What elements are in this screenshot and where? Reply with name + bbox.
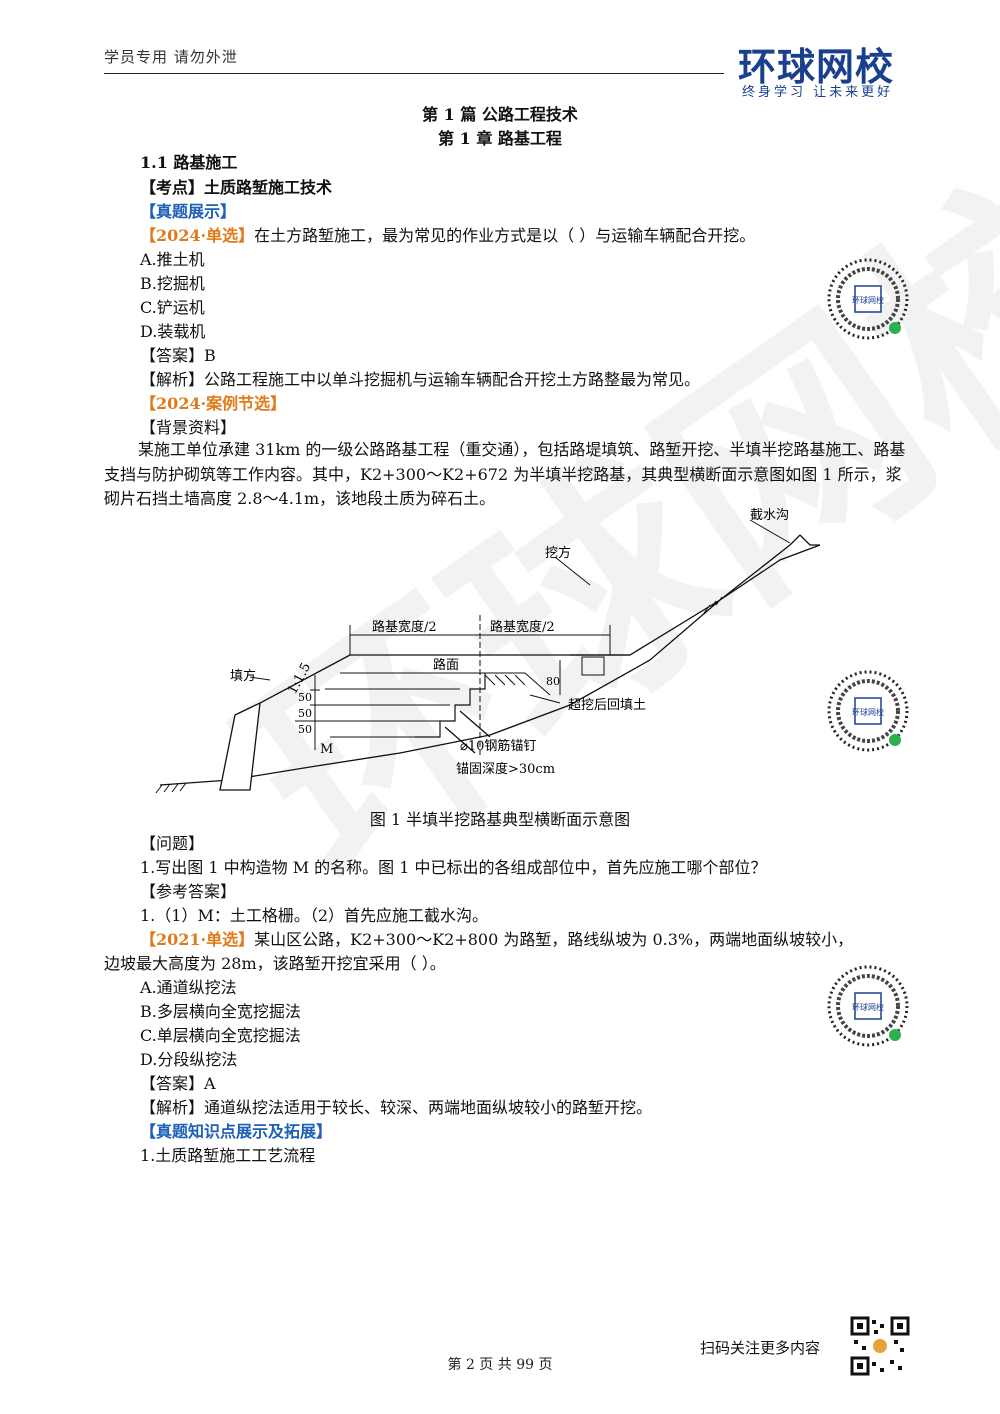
label-dim-80: 80 <box>546 675 560 688</box>
q1-stem: 【2024·单选】在土方路堑施工，最为常见的作业方式是以（ ）与运输车辆配合开挖… <box>140 222 755 246</box>
label-lumian: 路面 <box>433 657 459 673</box>
footer-qr-code-icon[interactable] <box>850 1316 910 1376</box>
brand-slogan: 终身学习 让未来更好 <box>742 85 894 100</box>
ref-answer-label: 【参考答案】 <box>140 882 237 901</box>
label-wafang: 挖方 <box>545 545 571 561</box>
q1-option-b: B.挖掘机 <box>140 274 205 293</box>
case-tag: 【2024·案例节选】 <box>140 394 287 413</box>
label-tianfang: 填方 <box>230 668 256 684</box>
q2-text-2: 边坡最大高度为 28m，该路堑开挖宜采用（ ）。 <box>104 954 446 973</box>
header-notice: 学员专用 请勿外泄 <box>104 48 238 66</box>
background-label: 【背景资料】 <box>140 418 237 437</box>
label-dim-50-a: 50 <box>298 691 312 704</box>
q1-analysis: 【解析】公路工程施工中以单斗挖掘机与运输车辆配合开挖土方路整最为常见。 <box>140 370 701 389</box>
part-title: 第 1 篇 公路工程技术 <box>422 105 578 124</box>
q2-tag: 【2021·单选】 <box>140 930 255 949</box>
question-text: 1.写出图 1 中构造物 M 的名称。图 1 中已标出的各组成部位中，首先应施工… <box>140 858 767 877</box>
section-heading: 1.1 路基施工 <box>140 153 238 172</box>
q2-answer: 【答案】A <box>140 1074 216 1093</box>
q1-tag: 【2024·单选】 <box>140 226 255 245</box>
label-maogu: 锚固深度>30cm <box>456 761 555 777</box>
cross-section-figure: 截水沟 挖方 填方 路基宽度/2 路基宽度/2 路面 1:1.5 50 50 5… <box>155 508 821 794</box>
qr-code-label: 环球网校 <box>852 1002 884 1012</box>
qr-code-label: 环球网校 <box>852 707 884 717</box>
qr-code-label: 环球网校 <box>852 295 884 305</box>
extend-label: 【真题知识点展示及拓展】 <box>140 1122 333 1141</box>
qr-code-icon[interactable]: 环球网校 <box>827 258 909 340</box>
label-gangjin: ⌀10钢筋锚钉 <box>460 738 536 754</box>
page-number: 第 2 页 共 99 页 <box>447 1357 553 1373</box>
extend-item: 1.土质路堑施工工艺流程 <box>140 1146 316 1165</box>
q1-option-c: C.铲运机 <box>140 298 205 317</box>
label-jieshuigou: 截水沟 <box>750 508 789 523</box>
q2-option-c: C.单层横向全宽挖掘法 <box>140 1026 301 1045</box>
q1-text: 在土方路堑施工，最为常见的作业方式是以（ ）与运输车辆配合开挖。 <box>254 226 756 245</box>
label-m: M <box>320 742 333 757</box>
label-chaowa: 超挖后回填土 <box>568 698 646 713</box>
label-dim-50-b: 50 <box>298 707 312 720</box>
q1-answer: 【答案】B <box>140 346 216 365</box>
q2-option-a: A.通道纵挖法 <box>140 978 237 997</box>
chapter-title: 第 1 章 路基工程 <box>438 129 562 148</box>
ref-answer-text: 1.（1）M：土工格栅。（2）首先应施工截水沟。 <box>140 906 489 925</box>
header-divider <box>104 73 724 74</box>
qr-code-icon[interactable]: 环球网校 <box>827 670 909 752</box>
q1-option-a: A.推土机 <box>140 250 205 269</box>
qr-code-icon[interactable]: 环球网校 <box>827 965 909 1047</box>
background-text: 某施工单位承建 31km 的一级公路路基工程（重交通），包括路堤填筑、路堑开挖、… <box>104 440 906 508</box>
scan-prompt: 扫码关注更多内容 <box>700 1339 821 1357</box>
kaodian-heading: 【考点】土质路堑施工技术 <box>140 178 333 197</box>
q2-text-1: 某山区公路，K2+300～K2+800 为路堑，路线纵坡为 0.3%，两端地面纵… <box>254 930 854 949</box>
q1-option-d: D.装载机 <box>140 322 206 341</box>
q2-analysis: 【解析】通道纵挖法适用于较长、较深、两端地面纵坡较小的路堑开挖。 <box>140 1098 653 1117</box>
figure-caption: 图 1 半填半挖路基典型横断面示意图 <box>369 810 631 829</box>
question-label: 【问题】 <box>140 834 205 853</box>
label-half-width-right: 路基宽度/2 <box>490 619 555 635</box>
brand-logo: 环球网校 <box>738 45 895 89</box>
zhenti-label: 【真题展示】 <box>140 202 237 221</box>
q2-stem: 【2021·单选】某山区公路，K2+300～K2+800 为路堑，路线纵坡为 0… <box>140 926 853 950</box>
q2-option-d: D.分段纵挖法 <box>140 1050 238 1069</box>
label-half-width-left: 路基宽度/2 <box>372 619 437 635</box>
label-dim-50-c: 50 <box>298 723 312 736</box>
q2-option-b: B.多层横向全宽挖掘法 <box>140 1002 301 1021</box>
